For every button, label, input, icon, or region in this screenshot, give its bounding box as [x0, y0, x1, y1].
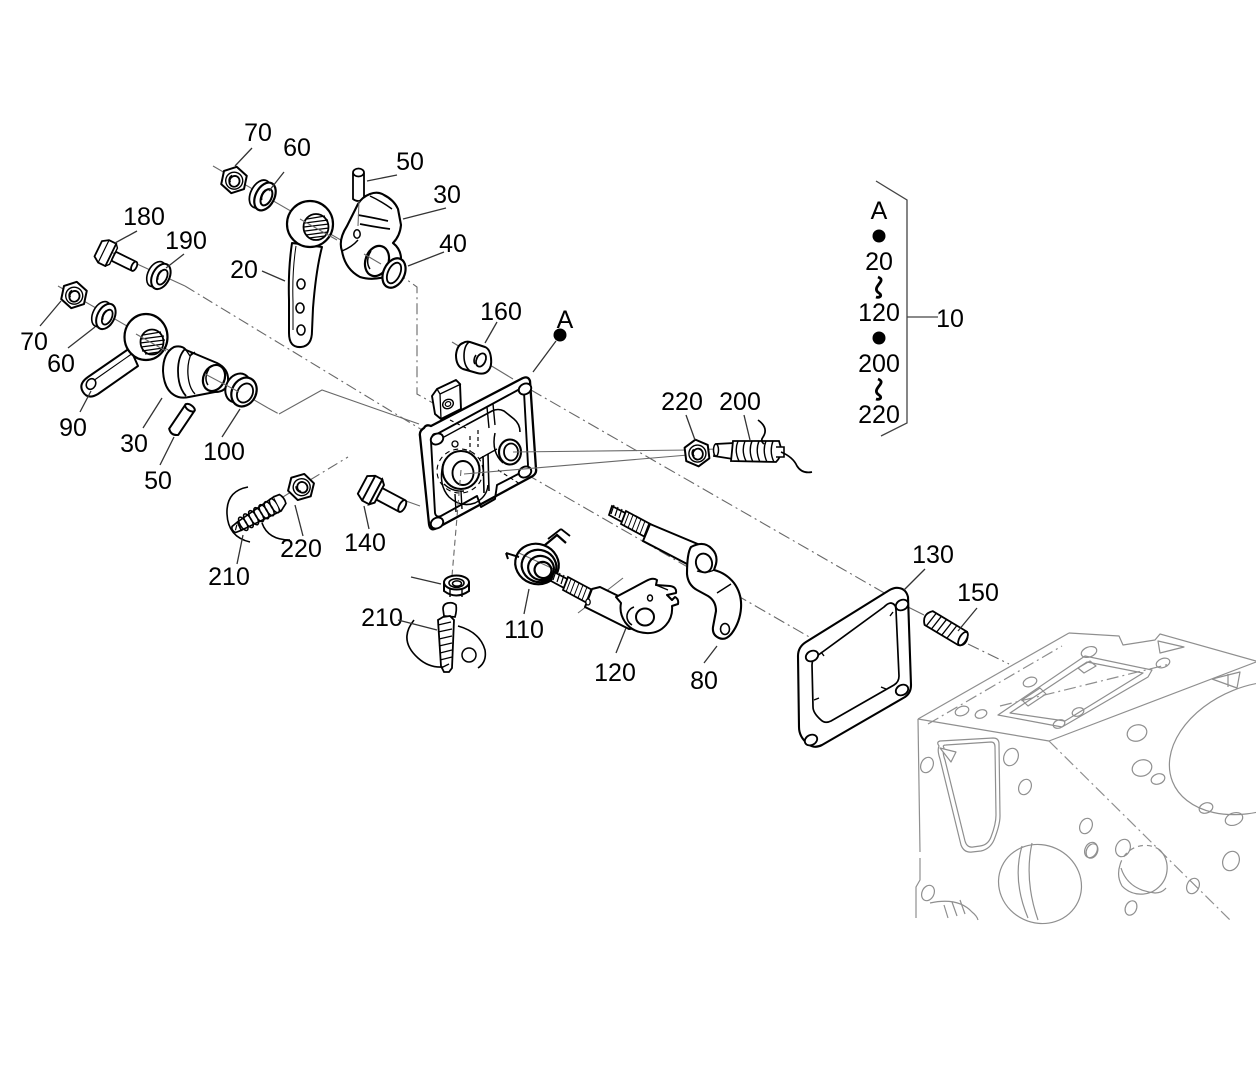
svg-text:120: 120 [858, 299, 900, 327]
svg-text:20: 20 [230, 256, 258, 284]
svg-text:200: 200 [719, 388, 761, 416]
svg-text:190: 190 [165, 227, 207, 255]
svg-text:40: 40 [439, 230, 467, 258]
svg-text:150: 150 [957, 579, 999, 607]
svg-text:220: 220 [661, 388, 703, 416]
svg-text:90: 90 [59, 414, 87, 442]
svg-text:20: 20 [865, 248, 893, 276]
svg-text:130: 130 [912, 541, 954, 569]
svg-text:70: 70 [244, 119, 272, 147]
svg-text:110: 110 [504, 616, 544, 644]
svg-text:80: 80 [690, 667, 718, 695]
svg-text:60: 60 [47, 350, 75, 378]
svg-text:A: A [557, 306, 574, 334]
svg-text:140: 140 [344, 529, 386, 557]
svg-text:10: 10 [936, 305, 964, 333]
svg-text:60: 60 [283, 134, 311, 162]
svg-text:210: 210 [361, 604, 403, 632]
svg-text:220: 220 [858, 401, 900, 429]
svg-text:30: 30 [433, 181, 461, 209]
svg-text:A: A [871, 197, 888, 225]
svg-text:200: 200 [858, 350, 900, 378]
svg-text:180: 180 [123, 203, 165, 231]
svg-text:30: 30 [120, 430, 148, 458]
svg-text:100: 100 [203, 438, 245, 466]
svg-text:50: 50 [144, 467, 172, 495]
svg-text:120: 120 [594, 659, 636, 687]
svg-text:50: 50 [396, 148, 424, 176]
svg-text:210: 210 [208, 563, 250, 591]
svg-text:220: 220 [280, 535, 322, 563]
svg-text:160: 160 [480, 298, 522, 326]
svg-text:70: 70 [20, 328, 48, 356]
